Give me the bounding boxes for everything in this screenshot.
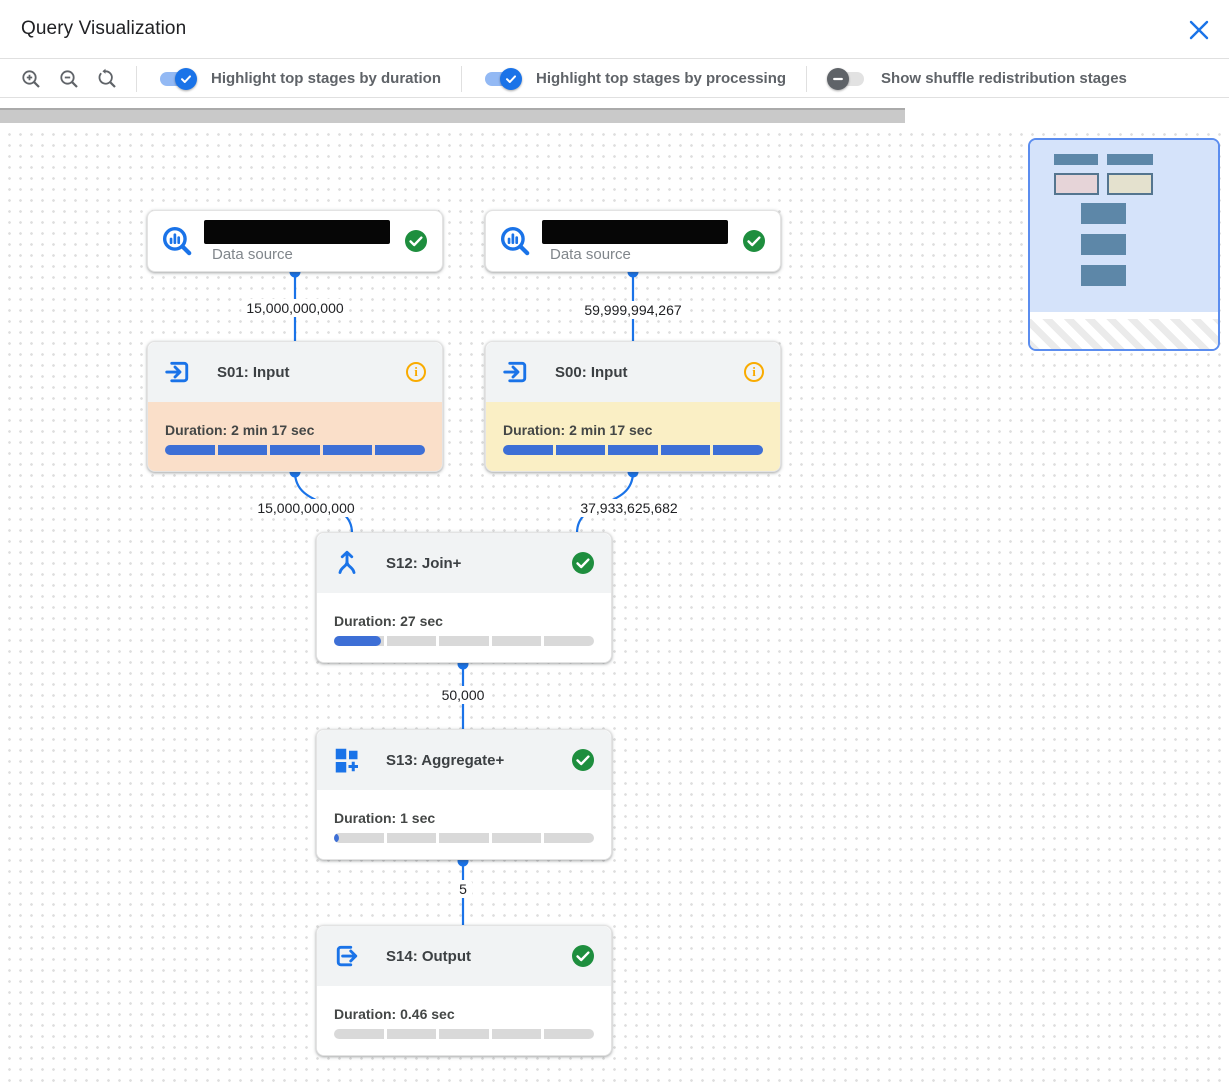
toggle-label: Highlight top stages by processing bbox=[536, 70, 787, 87]
stage-title: S00: Input bbox=[555, 363, 628, 381]
minimap-node bbox=[1081, 265, 1126, 286]
minimap-node bbox=[1054, 154, 1098, 165]
input-icon bbox=[503, 361, 527, 383]
edge-rows-label: 37,933,625,682 bbox=[575, 499, 683, 517]
toggle-switch-on bbox=[157, 67, 197, 90]
toolbar-divider bbox=[461, 65, 462, 92]
stage-title: S13: Aggregate+ bbox=[386, 751, 505, 769]
stage-node-s01[interactable]: S01: Input i Duration: 2 min 17 sec bbox=[147, 341, 443, 472]
output-icon bbox=[336, 945, 358, 967]
check-circle-icon bbox=[405, 230, 427, 252]
graph-minimap[interactable] bbox=[1028, 138, 1220, 351]
duration-progress-bar bbox=[165, 445, 425, 455]
stage-node-s13[interactable]: S13: Aggregate+ Duration: 1 sec bbox=[316, 729, 612, 860]
minimap-node-highlight-duration bbox=[1054, 173, 1099, 195]
stage-title: S01: Input bbox=[217, 363, 290, 381]
edge-rows-label: 50,000 bbox=[436, 686, 490, 704]
stage-node-s12[interactable]: S12: Join+ Duration: 27 sec bbox=[316, 532, 612, 663]
check-circle-icon bbox=[572, 945, 594, 967]
redacted-table-name bbox=[542, 219, 728, 244]
info-icon[interactable]: i bbox=[406, 362, 426, 382]
toggle-label: Highlight top stages by duration bbox=[211, 70, 441, 87]
check-icon bbox=[181, 74, 191, 83]
close-button[interactable] bbox=[1185, 16, 1213, 44]
panel-header: Query Visualization bbox=[0, 0, 1229, 59]
page-title: Query Visualization bbox=[21, 18, 187, 39]
toggle-label: Show shuffle redistribution stages bbox=[881, 70, 1127, 87]
minus-icon bbox=[833, 77, 843, 80]
redacted-table-name bbox=[204, 219, 390, 244]
stage-title: S14: Output bbox=[386, 947, 471, 965]
toolbar-divider bbox=[136, 65, 137, 92]
duration-progress-bar bbox=[334, 833, 594, 843]
table-search-icon bbox=[500, 226, 530, 256]
edge-rows-label: 5 bbox=[454, 880, 472, 898]
duration-label: Duration: 1 sec bbox=[334, 810, 436, 826]
edge-rows-label: 15,000,000,000 bbox=[241, 299, 349, 317]
toggle-show-shuffle[interactable]: Show shuffle redistribution stages bbox=[819, 67, 1135, 90]
close-icon bbox=[1189, 20, 1209, 40]
data-source-label: Data source bbox=[212, 245, 293, 263]
stage-duration-panel: Duration: 2 min 17 sec bbox=[148, 402, 442, 471]
duration-label: Duration: 2 min 17 sec bbox=[503, 422, 653, 438]
stage-duration-panel: Duration: 1 sec bbox=[317, 790, 611, 859]
stage-duration-panel: Duration: 27 sec bbox=[317, 593, 611, 662]
check-circle-icon bbox=[572, 749, 594, 771]
duration-progress-bar bbox=[334, 636, 594, 646]
toolbar-divider bbox=[806, 65, 808, 92]
zoom-reset-icon bbox=[98, 68, 116, 88]
edge-rows-label: 59,999,994,267 bbox=[579, 301, 687, 319]
stage-node-s00[interactable]: S00: Input i Duration: 2 min 17 sec bbox=[485, 341, 781, 472]
duration-label: Duration: 27 sec bbox=[334, 613, 443, 629]
data-source-node-2[interactable]: Data source bbox=[485, 210, 781, 272]
zoom-reset-button[interactable] bbox=[90, 62, 124, 96]
horizontal-scrollbar[interactable] bbox=[0, 99, 1229, 123]
minimap-overflow-hatch bbox=[1030, 319, 1218, 349]
toggle-switch-on bbox=[482, 67, 522, 90]
duration-label: Duration: 2 min 17 sec bbox=[165, 422, 315, 438]
toggle-highlight-duration[interactable]: Highlight top stages by duration bbox=[149, 67, 449, 90]
graph-toolbar: Highlight top stages by duration Highlig… bbox=[0, 60, 1229, 98]
duration-progress-bar bbox=[334, 1029, 594, 1039]
toggle-switch-off bbox=[827, 67, 867, 90]
check-circle-icon bbox=[572, 552, 594, 574]
table-search-icon bbox=[162, 226, 192, 256]
minimap-node bbox=[1107, 154, 1153, 165]
zoom-out-icon bbox=[60, 69, 78, 88]
minimap-viewport bbox=[1030, 140, 1218, 312]
minimap-node bbox=[1081, 234, 1126, 255]
input-icon bbox=[165, 361, 189, 383]
stage-title: S12: Join+ bbox=[386, 554, 462, 572]
check-circle-icon bbox=[743, 230, 765, 252]
scrollbar-thumb[interactable] bbox=[0, 108, 905, 123]
zoom-out-button[interactable] bbox=[52, 62, 86, 96]
graph-canvas[interactable]: 15,000,000,000 59,999,994,267 15,000,000… bbox=[0, 125, 1229, 1090]
minimap-node bbox=[1081, 203, 1126, 224]
stage-duration-panel: Duration: 0.46 sec bbox=[317, 986, 611, 1055]
stage-node-s14[interactable]: S14: Output Duration: 0.46 sec bbox=[316, 925, 612, 1056]
duration-label: Duration: 0.46 sec bbox=[334, 1006, 455, 1022]
edge-rows-label: 15,000,000,000 bbox=[252, 499, 360, 517]
minimap-node-highlight-processing bbox=[1107, 173, 1153, 195]
info-icon[interactable]: i bbox=[744, 362, 764, 382]
toggle-highlight-processing[interactable]: Highlight top stages by processing bbox=[474, 67, 794, 90]
aggregate-icon bbox=[335, 748, 358, 773]
join-icon bbox=[338, 550, 356, 574]
stage-duration-panel: Duration: 2 min 17 sec bbox=[486, 402, 780, 471]
zoom-in-icon bbox=[22, 69, 40, 88]
data-source-label: Data source bbox=[550, 245, 631, 263]
check-icon bbox=[506, 74, 516, 83]
zoom-in-button[interactable] bbox=[14, 62, 48, 96]
data-source-node-1[interactable]: Data source bbox=[147, 210, 443, 272]
duration-progress-bar bbox=[503, 445, 763, 455]
